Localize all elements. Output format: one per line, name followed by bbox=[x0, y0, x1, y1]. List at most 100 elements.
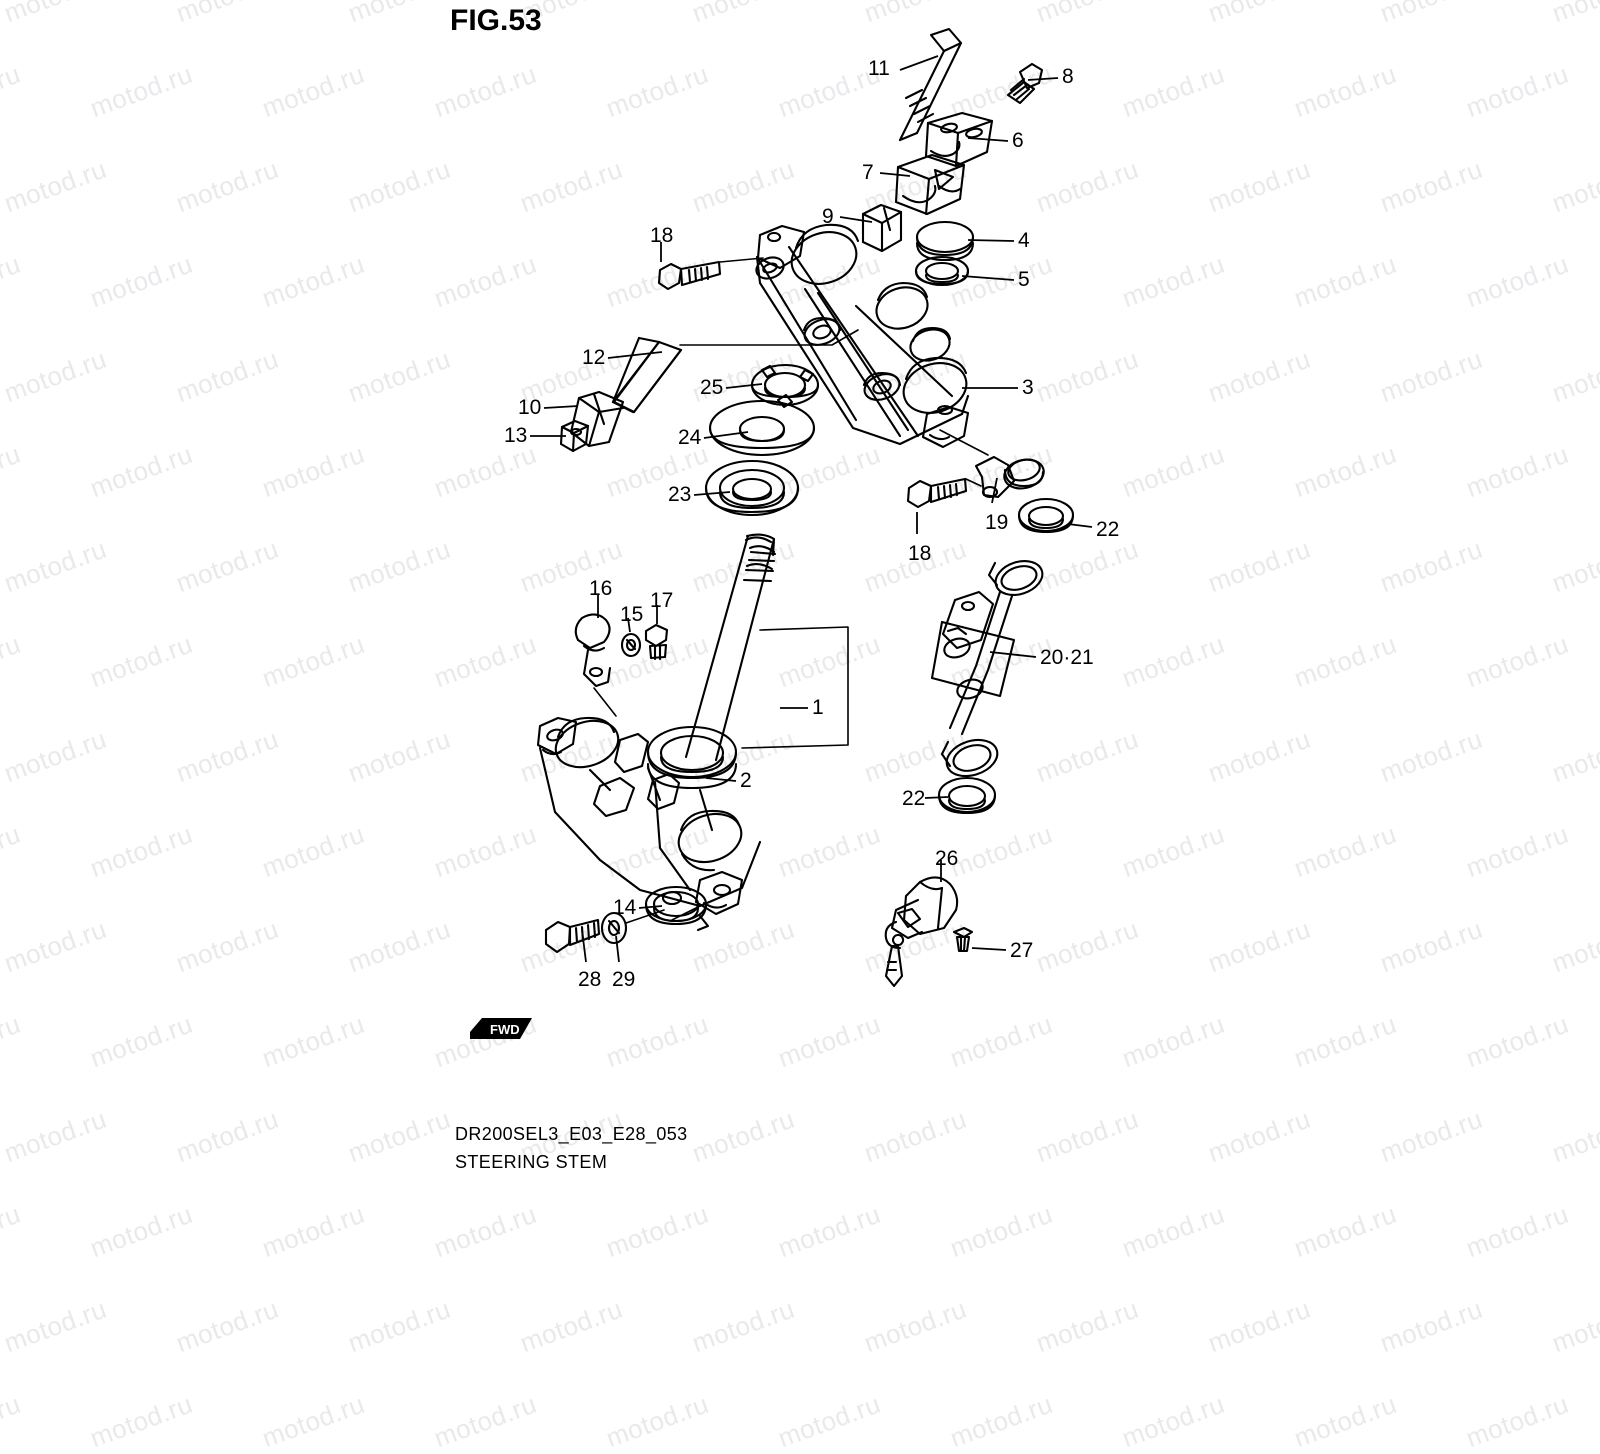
watermark-text: motod.ru bbox=[516, 1293, 627, 1359]
watermark-text: motod.ru bbox=[344, 1293, 455, 1359]
part-23-lower-steering-bearing bbox=[704, 459, 800, 517]
watermark-text: motod.ru bbox=[602, 1388, 713, 1454]
callout-7: 7 bbox=[862, 161, 874, 184]
callout-18: 18 bbox=[908, 542, 932, 565]
watermark-text: motod.ru bbox=[1204, 1293, 1315, 1359]
leader-line-24 bbox=[703, 431, 749, 439]
watermark-text: motod.ru bbox=[1118, 1388, 1229, 1454]
callout-28: 28 bbox=[578, 968, 602, 991]
leader-line-15 bbox=[627, 617, 631, 633]
watermark-text: motod.ru bbox=[0, 1198, 25, 1264]
watermark-text: motod.ru bbox=[258, 1388, 369, 1454]
leader-line-4 bbox=[967, 239, 1015, 242]
watermark-text: motod.ru bbox=[1462, 1388, 1573, 1454]
part-17-clamp-screw bbox=[644, 623, 669, 661]
callout-4: 4 bbox=[1018, 229, 1030, 252]
watermark-text: motod.ru bbox=[688, 1293, 799, 1359]
watermark-text: motod.ru bbox=[1290, 1388, 1401, 1454]
part-24-dust-seal-washer bbox=[708, 399, 816, 457]
part-14-dust-seal-ring bbox=[644, 885, 710, 932]
callout-17: 17 bbox=[650, 589, 674, 612]
leader-line-29 bbox=[615, 935, 620, 963]
part-20-21-brake-hose-guide-bracket bbox=[930, 560, 1044, 778]
part-11-long-clamp-bolt bbox=[898, 27, 963, 142]
leader-line-8 bbox=[1027, 77, 1059, 81]
callout-6: 6 bbox=[1012, 129, 1024, 152]
leader-line-5 bbox=[961, 275, 1015, 281]
callout-18: 18 bbox=[650, 224, 674, 247]
leader-line-11 bbox=[899, 55, 939, 71]
part-15-lock-washer bbox=[620, 632, 642, 658]
callout-leader-lines bbox=[530, 55, 1093, 963]
callout-3: 3 bbox=[1022, 376, 1034, 399]
part-12-spacer-collar bbox=[611, 336, 683, 414]
watermark-text: motod.ru bbox=[86, 1198, 197, 1264]
watermark-text: motod.ru bbox=[172, 1293, 283, 1359]
part-7-handlebar-clamp-left bbox=[894, 153, 966, 216]
callout-20-21: 20·21 bbox=[1040, 646, 1094, 669]
watermark-text: motod.ru bbox=[1548, 1293, 1600, 1359]
watermark-text: motod.ru bbox=[1462, 1198, 1573, 1264]
part-18-pinch-bolt-lower bbox=[906, 477, 982, 509]
callout-16: 16 bbox=[589, 577, 613, 600]
callout-22: 22 bbox=[902, 787, 926, 810]
part-16-cable-guide-clamp bbox=[574, 613, 617, 717]
watermark-text: motod.ru bbox=[1376, 1293, 1487, 1359]
leader-line-25 bbox=[725, 383, 763, 389]
callout-23: 23 bbox=[668, 483, 692, 506]
callout-8: 8 bbox=[1062, 65, 1074, 88]
callout-15: 15 bbox=[620, 603, 644, 626]
callout-10: 10 bbox=[518, 396, 542, 419]
watermark-text: motod.ru bbox=[1032, 1293, 1143, 1359]
leader-line-20-21 bbox=[989, 651, 1037, 658]
part-22-grommet-lower bbox=[937, 776, 997, 815]
leader-line-14 bbox=[638, 905, 663, 909]
watermark-text: motod.ru bbox=[86, 1388, 197, 1454]
fwd-label: FWD bbox=[490, 1022, 520, 1037]
callout-13: 13 bbox=[504, 424, 528, 447]
leader-line-19 bbox=[991, 477, 998, 504]
callout-5: 5 bbox=[1018, 268, 1030, 291]
callout-26: 26 bbox=[935, 847, 959, 870]
part-27-lock-mounting-screw bbox=[952, 926, 974, 953]
part-1-steering-stem-shaft bbox=[684, 533, 849, 762]
part-4-steering-stem-head-nut bbox=[915, 220, 975, 262]
leader-line-28 bbox=[581, 929, 587, 963]
part-5-washer bbox=[914, 255, 970, 287]
leader-line-23 bbox=[693, 491, 731, 496]
part-2-lower-bracket-bearing-seat bbox=[646, 725, 738, 790]
part-13-nut bbox=[559, 419, 590, 453]
callout-27: 27 bbox=[1010, 939, 1034, 962]
callout-25: 25 bbox=[700, 376, 724, 399]
leader-line-22 bbox=[924, 796, 949, 799]
callout-19: 19 bbox=[985, 511, 1009, 534]
leader-line-22 bbox=[1067, 523, 1093, 528]
part-19-cable-guide-bracket bbox=[939, 429, 1045, 499]
callout-9: 9 bbox=[822, 205, 834, 228]
exploded-view-svg bbox=[530, 27, 1093, 988]
part-3-upper-triple-clamp bbox=[679, 223, 970, 449]
callout-12: 12 bbox=[582, 346, 606, 369]
callout-1: 1 bbox=[812, 696, 824, 719]
watermark-text: motod.ru bbox=[430, 1388, 541, 1454]
watermark-text: motod.ru bbox=[946, 1198, 1057, 1264]
leader-line-12 bbox=[607, 351, 663, 359]
fwd-direction-marker: FWD bbox=[470, 1015, 532, 1041]
leader-line-2 bbox=[705, 777, 737, 782]
watermark-text: motod.ru bbox=[0, 1388, 25, 1454]
callout-11: 11 bbox=[868, 57, 890, 80]
parts-diagram-drawing bbox=[530, 27, 1093, 988]
text-layer: FIG.53 FWD DR200SEL3_E03_E28_053 STEERIN… bbox=[450, 4, 1120, 1172]
leader-line-6 bbox=[967, 137, 1009, 142]
watermark-text: motod.ru bbox=[946, 1388, 1057, 1454]
part-22-grommet-upper bbox=[1017, 497, 1075, 534]
callout-2: 2 bbox=[740, 769, 752, 792]
watermark-text: motod.ru bbox=[258, 1198, 369, 1264]
watermark-text: motod.ru bbox=[0, 1293, 111, 1359]
part-9-handlebar-holder-rubber bbox=[861, 203, 903, 253]
callout-29: 29 bbox=[612, 968, 636, 991]
leader-line-9 bbox=[839, 216, 873, 223]
part-29-washer bbox=[600, 909, 665, 945]
callout-22: 22 bbox=[1096, 518, 1120, 541]
watermark-text: motod.ru bbox=[602, 1198, 713, 1264]
